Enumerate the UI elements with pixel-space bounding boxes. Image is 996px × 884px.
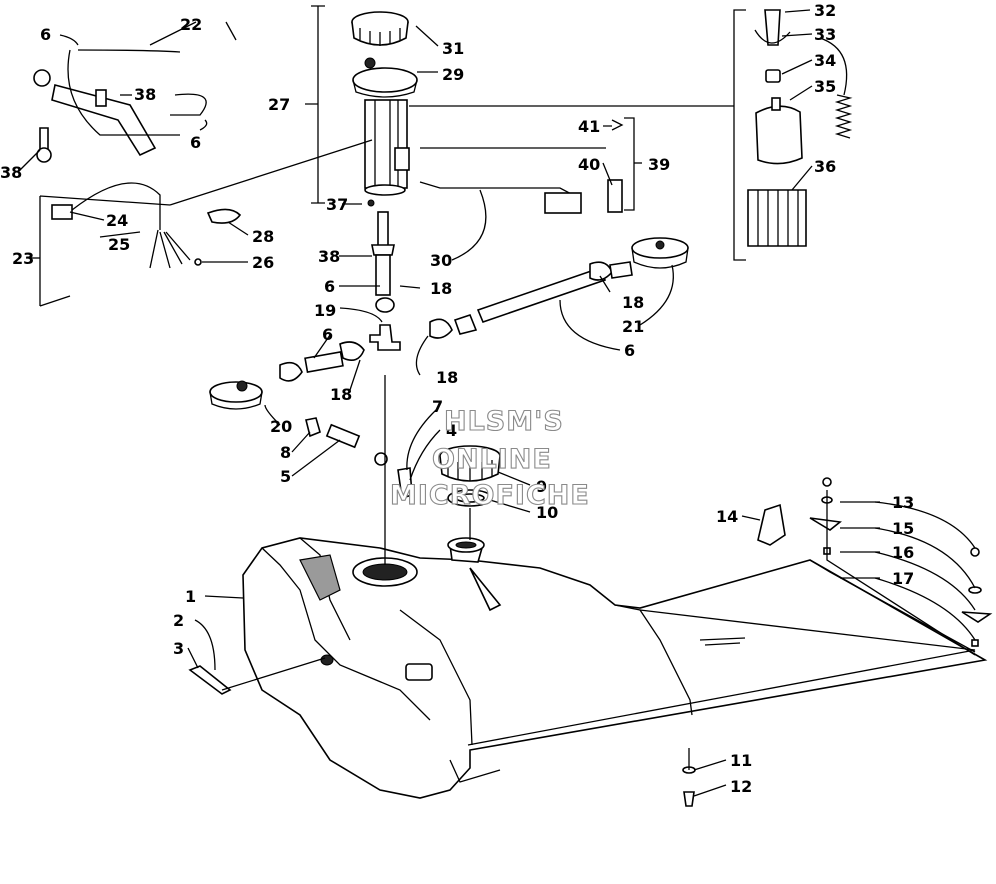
callout-3: 3	[173, 639, 184, 658]
callout-31: 31	[442, 39, 464, 58]
filler-cap	[439, 445, 501, 540]
callout-26: 26	[252, 253, 274, 272]
callout-40: 40	[578, 155, 600, 174]
callout-13: 13	[892, 493, 914, 512]
fuel-tank	[242, 537, 988, 799]
watermark: HLSM'S ONLINE MICROFICHE	[389, 405, 590, 511]
callout-41: 41	[578, 117, 600, 136]
callout-18a: 18	[430, 279, 452, 298]
callout-15: 15	[892, 519, 914, 538]
fuel-pump-detail	[409, 9, 853, 261]
callout-27: 27	[268, 95, 290, 114]
callout-38c: 38	[318, 247, 340, 266]
callout-18c: 18	[436, 368, 458, 387]
fuel-hoses	[209, 211, 689, 565]
watermark-line-1: HLSM'S	[444, 406, 564, 437]
callout-23: 23	[12, 249, 34, 268]
callout-32: 32	[814, 1, 836, 20]
callout-34: 34	[814, 51, 836, 70]
leader-lines	[17, 9, 976, 797]
callout-25: 25	[108, 235, 130, 254]
callout-4: 4	[446, 421, 457, 440]
callout-30: 30	[430, 251, 452, 270]
callout-labels: 1 2 3 4 5 6 6 6 6 6 7 8 9 10 11 12 13 14…	[0, 1, 914, 796]
callout-39: 39	[648, 155, 670, 174]
callout-7: 7	[432, 397, 443, 416]
callout-6e: 6	[624, 341, 635, 360]
callout-12: 12	[730, 777, 752, 796]
callout-38b: 38	[0, 163, 22, 182]
callout-29: 29	[442, 65, 464, 84]
callout-38a: 38	[134, 85, 156, 104]
callout-16: 16	[892, 543, 914, 562]
callout-37: 37	[326, 195, 348, 214]
watermark-line-3: MICROFICHE	[390, 480, 590, 511]
callout-6b: 6	[190, 133, 201, 152]
fuel-pump-assembly	[305, 5, 418, 207]
callout-24: 24	[106, 211, 128, 230]
fuel-rail	[33, 49, 207, 163]
callout-14: 14	[716, 507, 738, 526]
callout-1: 1	[185, 587, 196, 606]
callout-5: 5	[280, 467, 291, 486]
callout-6d: 6	[322, 325, 333, 344]
callout-18b: 18	[330, 385, 352, 404]
callout-33: 33	[814, 25, 836, 44]
callout-21: 21	[622, 317, 644, 336]
callout-36: 36	[814, 157, 836, 176]
wire-harness	[39, 139, 582, 307]
callout-8: 8	[280, 443, 291, 462]
callout-6a: 6	[40, 25, 51, 44]
callout-6c: 6	[324, 277, 335, 296]
callout-18d: 18	[622, 293, 644, 312]
callout-20: 20	[270, 417, 292, 436]
callout-9: 9	[536, 477, 547, 496]
callout-11: 11	[730, 751, 752, 770]
callout-35: 35	[814, 77, 836, 96]
callout-2: 2	[173, 611, 184, 630]
callout-19: 19	[314, 301, 336, 320]
callout-28: 28	[252, 227, 274, 246]
sending-unit	[420, 117, 635, 213]
callout-10: 10	[536, 503, 558, 522]
callout-17: 17	[892, 569, 914, 588]
callout-22: 22	[180, 15, 202, 34]
watermark-line-2: ONLINE	[432, 444, 552, 475]
